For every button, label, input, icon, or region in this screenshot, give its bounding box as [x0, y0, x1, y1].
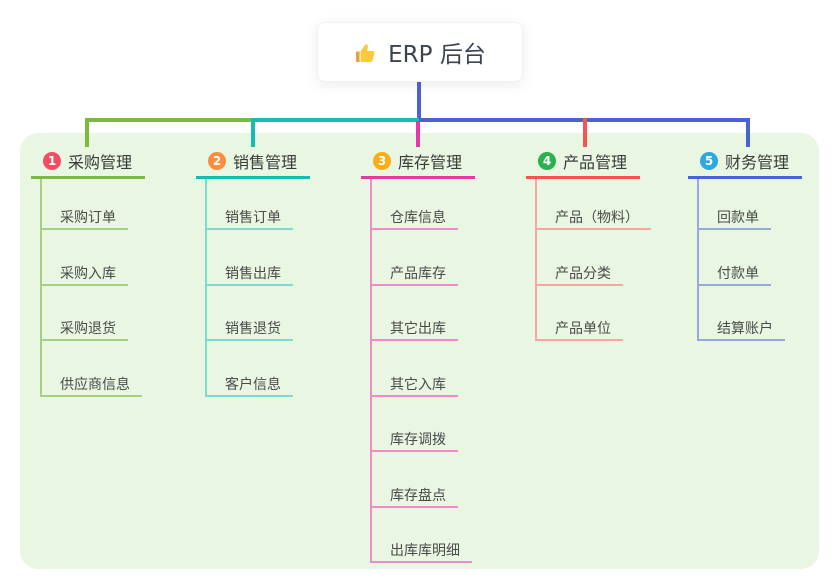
- branch-number-badge: 1: [43, 152, 61, 170]
- branch-number-badge: 4: [538, 152, 556, 170]
- tree-node-label: 结算账户: [717, 321, 773, 337]
- tree-node[interactable]: 产品（物料）: [537, 179, 651, 230]
- tree-node-label: 仓库信息: [390, 210, 446, 226]
- tree-node-label: 付款单: [717, 265, 759, 282]
- tree-node-label: 产品分类: [555, 265, 611, 282]
- tree-node-label: 销售出库: [225, 265, 281, 282]
- branches-panel: [20, 133, 819, 569]
- tree-node[interactable]: 仓库信息: [372, 179, 458, 230]
- tree-node[interactable]: 采购退货: [42, 286, 128, 341]
- tree-node-label: 出库库明细: [390, 543, 460, 559]
- tree-node[interactable]: 出库库明细: [372, 508, 472, 563]
- tree-node-label: 产品库存: [390, 265, 446, 282]
- tree-node[interactable]: 销售出库: [207, 230, 293, 286]
- tree-node-label: 库存盘点: [390, 487, 446, 504]
- branch-inventory: 3 库存管理 仓库信息 产品库存 其它出库 其它入库 库存调拨 库存盘点 出库库…: [361, 146, 475, 563]
- branch-label: 库存管理: [398, 153, 463, 172]
- tree-node[interactable]: 供应商信息: [42, 341, 142, 397]
- tree-node[interactable]: 结算账户: [699, 286, 785, 341]
- branch-label: 产品管理: [563, 153, 628, 172]
- tree-node[interactable]: 其它入库: [372, 341, 458, 397]
- tree-node[interactable]: 付款单: [699, 230, 771, 286]
- drop-line-product: [583, 118, 587, 147]
- branch-children-sales: 销售订单 销售出库 销售退货 客户信息: [205, 179, 310, 397]
- tree-node[interactable]: 产品库存: [372, 230, 458, 286]
- tree-node-label: 产品单位: [555, 321, 611, 337]
- branch-label: 销售管理: [233, 153, 298, 172]
- bus-line-teal: [253, 118, 419, 122]
- branch-sales: 2 销售管理 销售订单 销售出库 销售退货 客户信息: [196, 146, 310, 397]
- tree-node-label: 其它入库: [390, 376, 446, 393]
- branch-title-procurement[interactable]: 1 采购管理: [31, 146, 145, 179]
- branch-label: 采购管理: [68, 153, 133, 172]
- drop-line-inventory: [416, 121, 420, 147]
- bus-line-green: [85, 118, 253, 122]
- tree-node[interactable]: 其它出库: [372, 286, 458, 341]
- branch-children-product: 产品（物料） 产品分类 产品单位: [535, 179, 651, 341]
- branch-title-product[interactable]: 4 产品管理: [526, 146, 640, 179]
- tree-node[interactable]: 库存调拨: [372, 397, 458, 452]
- root-node-erp[interactable]: ERP 后台: [317, 22, 523, 82]
- tree-node-label: 其它出库: [390, 321, 446, 337]
- tree-node-label: 回款单: [717, 210, 759, 226]
- tree-node-label: 采购退货: [60, 321, 116, 337]
- branch-finance: 5 财务管理 回款单 付款单 结算账户: [688, 146, 802, 341]
- drop-line-procurement: [85, 118, 89, 147]
- tree-node[interactable]: 产品分类: [537, 230, 623, 286]
- tree-node-label: 销售退货: [225, 321, 281, 337]
- branch-children-procurement: 采购订单 采购入库 采购退货 供应商信息: [40, 179, 145, 397]
- branch-number-badge: 3: [373, 152, 391, 170]
- tree-node-label: 采购入库: [60, 265, 116, 282]
- branch-procurement: 1 采购管理 采购订单 采购入库 采购退货 供应商信息: [31, 146, 145, 397]
- drop-line-finance: [746, 118, 750, 147]
- root-stem-line: [417, 82, 421, 122]
- tree-node[interactable]: 库存盘点: [372, 452, 458, 508]
- drop-line-sales: [251, 118, 255, 147]
- tree-node[interactable]: 客户信息: [207, 341, 293, 397]
- tree-node[interactable]: 采购入库: [42, 230, 128, 286]
- tree-node[interactable]: 销售退货: [207, 286, 293, 341]
- branch-title-finance[interactable]: 5 财务管理: [688, 146, 802, 179]
- branch-product: 4 产品管理 产品（物料） 产品分类 产品单位: [526, 146, 651, 341]
- tree-node-label: 供应商信息: [60, 376, 130, 393]
- thumbs-up-icon: [356, 44, 375, 62]
- tree-node[interactable]: 回款单: [699, 179, 771, 230]
- branch-title-inventory[interactable]: 3 库存管理: [361, 146, 475, 179]
- branch-label: 财务管理: [725, 153, 790, 172]
- tree-node[interactable]: 采购订单: [42, 179, 128, 230]
- branch-number-badge: 2: [208, 152, 226, 170]
- branch-children-finance: 回款单 付款单 结算账户: [697, 179, 802, 341]
- tree-node-label: 产品（物料）: [555, 210, 639, 226]
- branch-title-sales[interactable]: 2 销售管理: [196, 146, 310, 179]
- tree-node-label: 采购订单: [60, 210, 116, 226]
- tree-node-label: 销售订单: [225, 210, 281, 226]
- tree-node-label: 客户信息: [225, 376, 281, 393]
- branch-children-inventory: 仓库信息 产品库存 其它出库 其它入库 库存调拨 库存盘点 出库库明细: [370, 179, 475, 563]
- root-node-label: ERP 后台: [388, 42, 486, 68]
- tree-node-label: 库存调拨: [390, 432, 446, 448]
- tree-node[interactable]: 产品单位: [537, 286, 623, 341]
- branch-number-badge: 5: [700, 152, 718, 170]
- tree-node[interactable]: 销售订单: [207, 179, 293, 230]
